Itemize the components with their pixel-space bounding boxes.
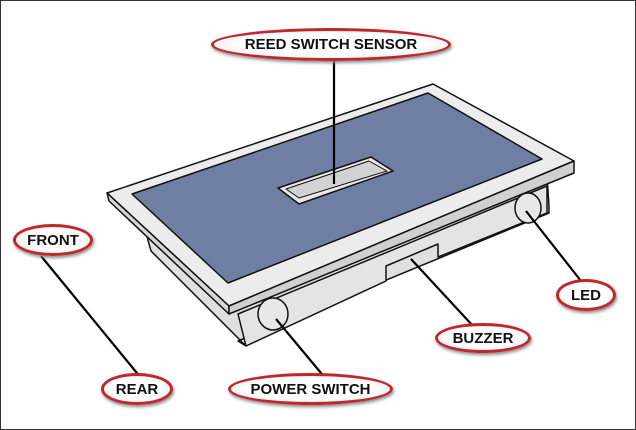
label-led: LED — [556, 279, 616, 311]
label-reed-switch-sensor: REED SWITCH SENSOR — [211, 28, 451, 61]
label-power-switch: POWER SWITCH — [228, 373, 393, 405]
label-buzzer: BUZZER — [435, 323, 531, 353]
label-rear: REAR — [101, 373, 173, 405]
leader-lines — [40, 59, 582, 380]
power-switch-hole — [257, 297, 289, 331]
base-front-face — [237, 185, 548, 347]
led-hole — [514, 192, 542, 224]
label-front: FRONT — [13, 224, 93, 256]
frame-side-edge — [228, 160, 575, 315]
